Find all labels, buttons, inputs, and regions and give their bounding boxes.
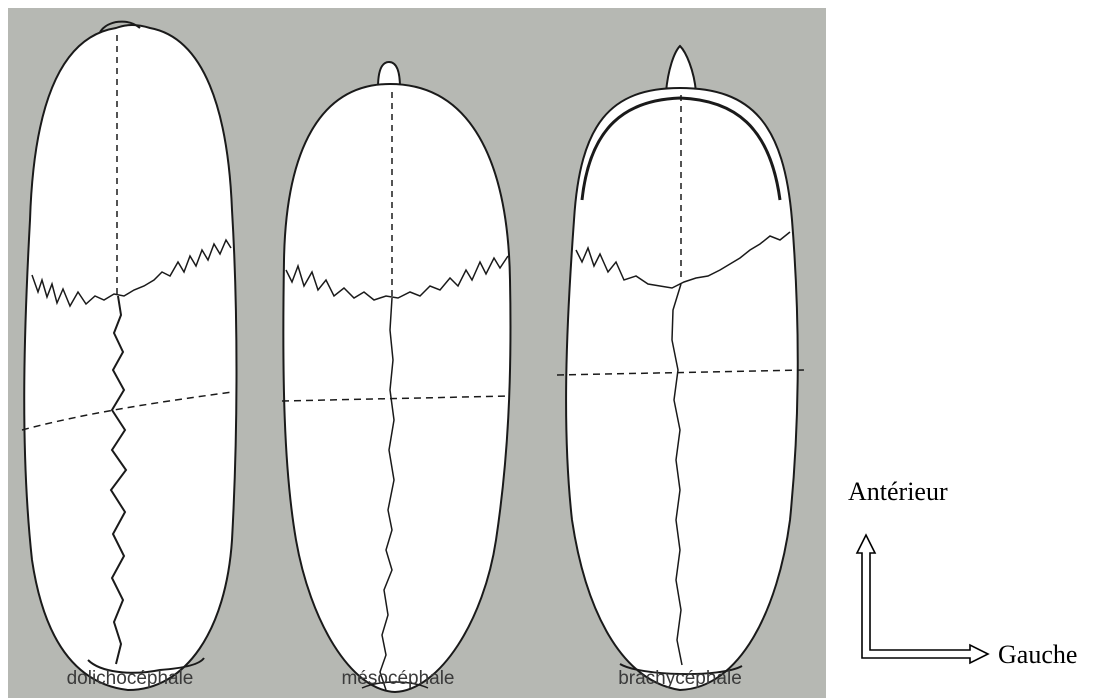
skull-outline [566, 88, 798, 690]
skull-dolichocephale [22, 22, 237, 690]
caption-brachycephale: brachycéphale [618, 668, 742, 689]
skull-outline [283, 84, 510, 692]
anterior-arrow [857, 535, 988, 663]
skull-brachycephale [557, 46, 806, 690]
left-label: Gauche [998, 640, 1077, 669]
anterior-label: Antérieur [848, 477, 948, 506]
skull-outline [24, 25, 236, 690]
caption-dolichocephale: dolichocéphale [67, 668, 194, 689]
orientation-indicator: Antérieur Gauche [848, 477, 1077, 669]
caption-mesocephale: mésocéphale [341, 668, 454, 689]
skull-mesocephale [282, 62, 510, 692]
